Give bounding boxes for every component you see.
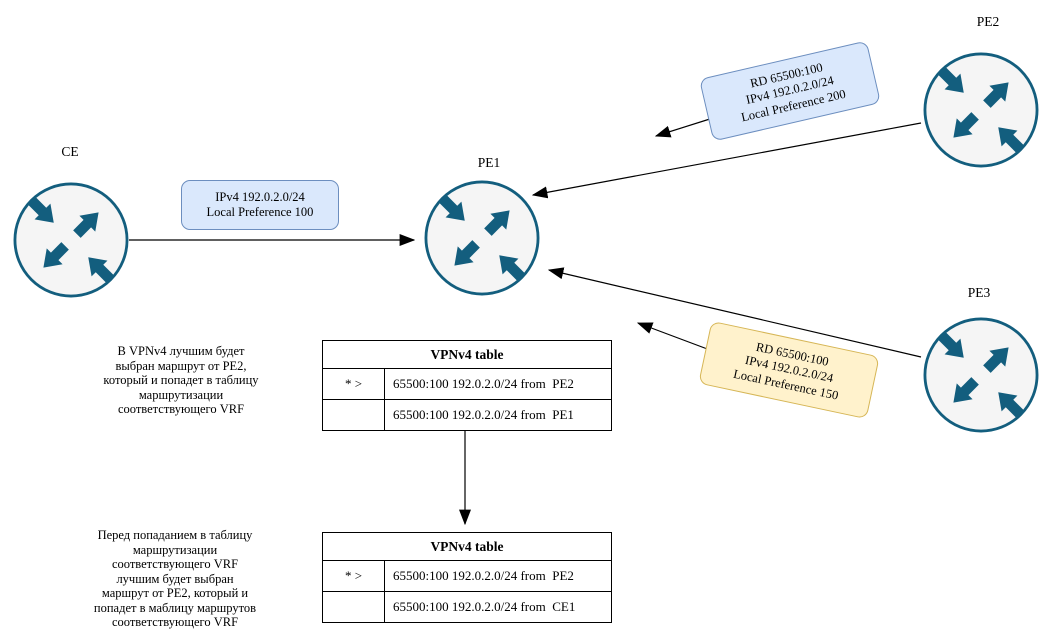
router-label-pe3: PE3 [967,285,991,300]
arrow-pe3-callout-leader [636,322,711,351]
callout-line: Local Preference 100 [206,205,314,219]
vpnv4-table-top: VPNv4 table * > 65500:100 192.0.2.0/24 f… [322,340,612,431]
note-line: маршрут от PE2, который и [101,586,249,600]
note-line: Перед попаданием в таблицу [97,528,253,542]
note-line: попадет в маблицу маршрутов [93,600,257,615]
router-icon [923,52,1039,168]
arrow-pe2-to-pe1 [531,122,922,199]
arrow-pe3-to-pe1 [547,267,922,358]
router-label-ce: CE [61,144,79,159]
router-label-pe1: PE1 [477,155,501,170]
table-row: * > 65500:100 192.0.2.0/24 from PE2 [323,561,611,591]
note-line: соответствующего VRF [111,615,239,629]
note-line: соответствующего VRF [117,402,245,416]
note-line: лучшим будет выбран [116,571,234,586]
best-route-flag [323,400,385,430]
note-vpnv4-selection: В VPNv4 лучшим будет выбран маршрут от P… [74,344,288,417]
best-route-flag: * > [323,369,385,399]
note-line: маршрутизации [138,387,224,402]
arrow-pe2-callout-leader [654,117,714,138]
vpnv4-table-bottom: VPNv4 table * > 65500:100 192.0.2.0/24 f… [322,532,612,623]
best-route-flag [323,592,385,622]
note-line: выбран маршрут от PE2, [115,358,247,373]
note-vrf-selection: Перед попаданием в таблицу маршрутизации… [57,528,293,630]
table-title: VPNv4 table [323,533,611,561]
route-entry: 65500:100 192.0.2.0/24 from PE2 [393,568,574,583]
router-icon [923,317,1039,433]
table-row: 65500:100 192.0.2.0/24 from CE1 [323,591,611,622]
route-entry: 65500:100 192.0.2.0/24 from PE2 [393,376,574,391]
router-icon [424,180,540,296]
router-pe1 [423,179,541,297]
table-row: * > 65500:100 192.0.2.0/24 from PE2 [323,369,611,399]
router-pe2 [922,51,1040,169]
route-entry: 65500:100 192.0.2.0/24 from CE1 [393,599,576,614]
note-line: В VPNv4 лучшим будет [117,344,245,358]
route-entry: 65500:100 192.0.2.0/24 from PE1 [393,407,574,422]
note-line: маршрутизации [132,542,218,557]
router-label-pe2: PE2 [976,14,1000,29]
callout-ce-to-pe1: IPv4 192.0.2.0/24 Local Preference 100 [181,180,339,230]
router-pe3 [922,316,1040,434]
note-line: который и попадет в таблицу [103,373,259,387]
note-line: соответствующего VRF [111,557,239,571]
best-route-flag: * > [323,561,385,591]
table-title: VPNv4 table [323,341,611,369]
router-icon [13,182,129,298]
router-ce [12,181,130,299]
table-row: 65500:100 192.0.2.0/24 from PE1 [323,399,611,430]
callout-line: IPv4 192.0.2.0/24 [215,189,305,204]
